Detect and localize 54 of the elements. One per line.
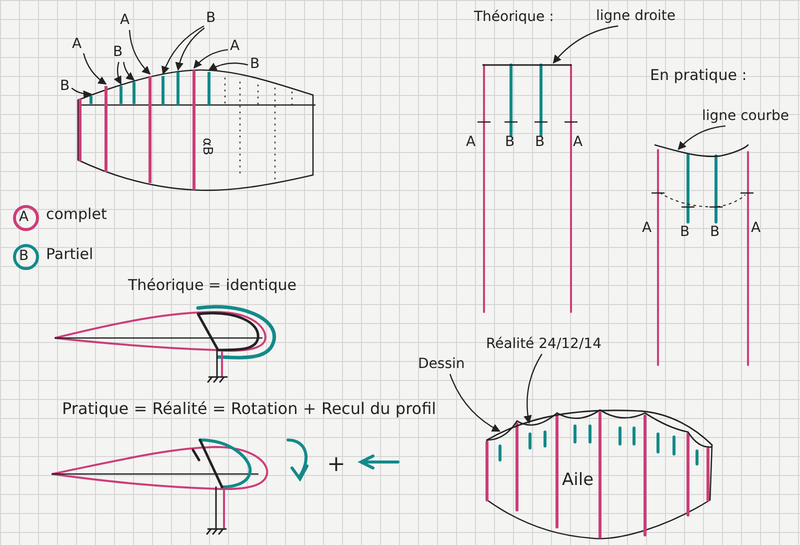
straight-line: [482, 64, 572, 66]
leader-line: [128, 30, 151, 75]
annotation-label: Dessin: [418, 356, 465, 372]
annotation-text: +: [327, 452, 346, 478]
annotation-label: A: [230, 38, 240, 54]
rib-line: [90, 96, 92, 104]
leader-line: [678, 125, 726, 150]
leader-line: [114, 62, 122, 85]
annotation-label: Réalité 24/12/14: [486, 336, 602, 352]
annotation-text: En pratique :: [650, 66, 747, 85]
leader-line: [83, 53, 107, 84]
leader-line: [162, 25, 204, 75]
annotation-label: B: [60, 78, 70, 94]
leader-line: [449, 374, 500, 432]
rib-line: [162, 76, 164, 105]
annotation-text: B: [505, 134, 515, 150]
annotation-label: B: [113, 44, 123, 60]
annotation-label: B: [206, 10, 216, 26]
annotation-text: Pratique = Réalité = Rotation + Recul du profil: [62, 399, 436, 419]
annotation-text: Théorique = identique: [128, 276, 297, 295]
annotation-text: A: [19, 209, 29, 225]
rib-line: [208, 72, 210, 105]
leader-line: [208, 62, 248, 71]
annotation-label: A: [72, 36, 82, 52]
legend-text: Partiel: [46, 246, 94, 262]
rib-line: [192, 70, 196, 190]
annotation-text: A: [466, 134, 476, 150]
annotation-text: A: [642, 220, 652, 236]
leader-line: [524, 354, 542, 424]
legend-text: complet: [46, 206, 107, 222]
annotation-text: A: [573, 134, 583, 150]
curved-line: [654, 144, 749, 158]
leader-line: [123, 62, 135, 81]
annotation-label: ligne courbe: [702, 108, 789, 124]
leader-line: [175, 28, 205, 71]
annotation-text: B: [19, 248, 29, 264]
leader-line: [71, 88, 92, 99]
annotation-text: B: [535, 134, 545, 150]
annotation-text: Aile: [562, 470, 594, 491]
leader-line: [193, 49, 228, 69]
rib-line: [132, 82, 136, 104]
annotation-text: B: [680, 224, 690, 240]
annotation-text: αB: [198, 138, 216, 156]
annotation-text: A: [751, 220, 761, 236]
leader-line: [552, 25, 618, 64]
annotation-label: B: [250, 56, 260, 72]
annotation-label: ligne droite: [596, 8, 676, 24]
rib-line: [148, 76, 152, 183]
rib-line: [176, 72, 180, 105]
annotation-text: B: [710, 224, 720, 240]
annotation-label: A: [120, 12, 130, 28]
rib-line: [120, 86, 122, 104]
annotation-text: Théorique :: [474, 8, 554, 26]
rib-line: [104, 86, 108, 172]
